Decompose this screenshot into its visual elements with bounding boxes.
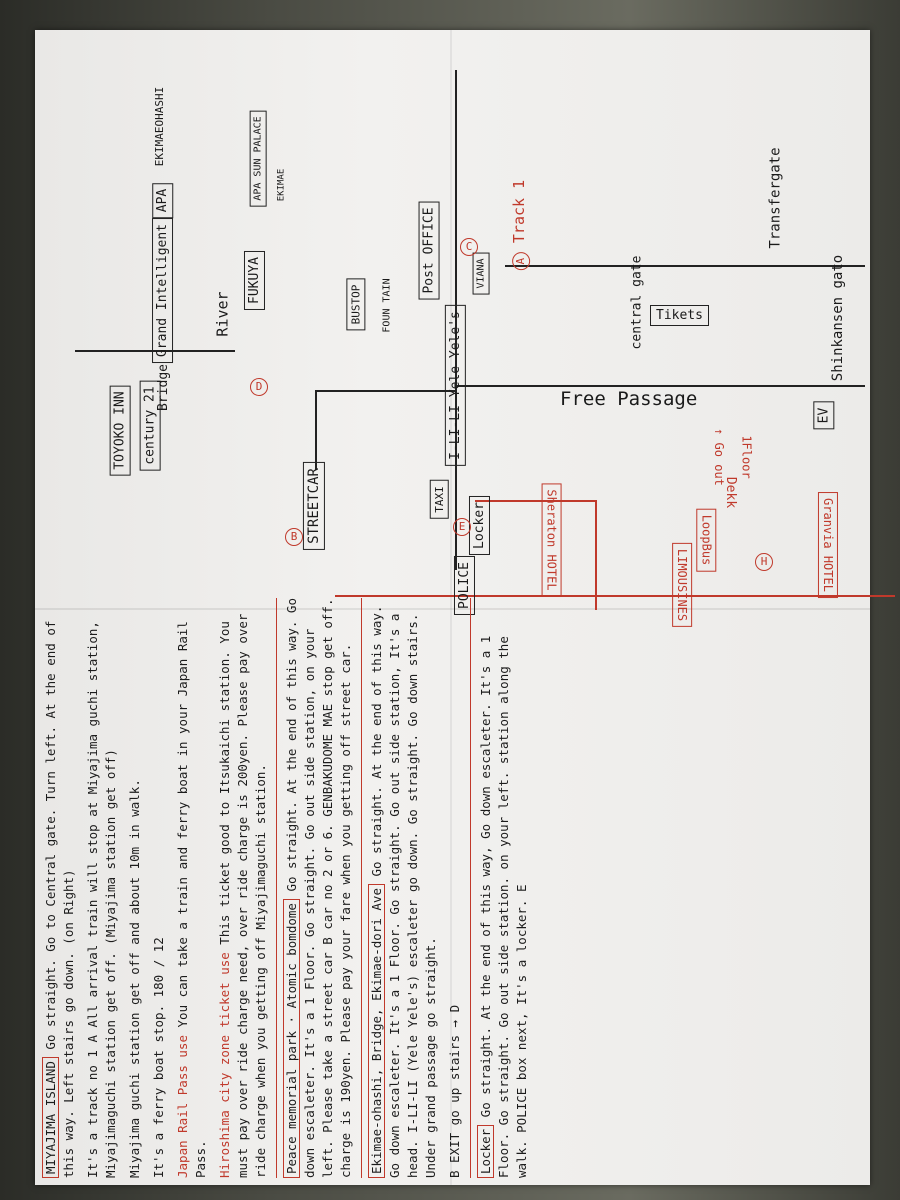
map-viana: VIANA	[472, 252, 490, 295]
map-red-divider	[335, 595, 895, 597]
map-free-passage: Free Passage	[560, 388, 698, 410]
map-post-office: Post OFFICE	[418, 201, 440, 300]
map-toyoko-inn: TOYOKO INN	[109, 385, 131, 476]
map-sheraton-hotel: Sheraton HOTEL	[541, 483, 562, 597]
map-tikets: Tikets	[650, 305, 709, 326]
map-line-street-v	[315, 390, 317, 470]
map-fukuya: FUKUYA	[243, 251, 265, 310]
map-locker: Locker	[468, 496, 490, 555]
note-peace-park: Peace memorial park · Atomic bomdome Go …	[283, 598, 353, 1178]
map-fountain: FOUN TAIN	[381, 278, 393, 333]
map-line-track	[505, 265, 865, 267]
map-road-vertical	[455, 70, 457, 570]
map-track-1: A Track 1	[510, 180, 531, 271]
map-ekimae: EKIMAE	[276, 168, 287, 202]
map-grand-intelligent: Grand Intelligent	[152, 217, 174, 364]
map-streetcar: STREETCAR	[302, 462, 325, 550]
fold-crease-vertical	[450, 30, 452, 1185]
note-exit: B EXIT go up stairs → D	[447, 1004, 462, 1178]
map-apa: APA	[152, 182, 174, 219]
map-mark-c: C	[460, 235, 478, 256]
note-separator-2	[361, 598, 362, 1178]
note-ferry: It's a ferry boat stop. 180 / 12	[151, 937, 166, 1178]
map-ekimaeohashi: EKIMAEOHASHI	[153, 86, 167, 167]
note-jrpass: Japan Rail Pass use You can take a train…	[175, 621, 208, 1178]
note-separator-1	[276, 598, 277, 1178]
written-directions: MIYAJIMA ISLAND Go straight. Go to Centr…	[35, 590, 870, 1185]
map-loop-bus: LoopBus	[696, 508, 717, 572]
note-miyajima: MIYAJIMA ISLAND Go straight. Go to Centr…	[42, 620, 76, 1178]
map-taxi: TAXI	[429, 480, 449, 519]
map-bridge: Bridge	[155, 364, 171, 411]
map-i-li-li: I-LI-LI Yele Yele's	[444, 305, 466, 466]
hand-drawn-map: TOYOKO INN century 21 Bridge Grand Intel…	[35, 30, 895, 628]
map-mark-b: B	[285, 525, 303, 546]
note-track: It's a track no 1 A All arrival train wi…	[85, 621, 118, 1178]
directions-text: MIYAJIMA ISLAND Go straight. Go to Centr…	[42, 598, 862, 1178]
note-walk: Miyajima guchi station get off and about…	[127, 779, 142, 1178]
note-cityzone: Hiroshima city zone ticket use This tick…	[217, 613, 268, 1178]
note-ekimae: Ekimae-ohashi, Bridge, Ekimae-dori Ave G…	[368, 605, 438, 1178]
map-river: River	[213, 291, 232, 337]
map-line-passage	[455, 385, 865, 387]
map-shinkansen: Shinkansen gato	[830, 254, 847, 382]
map-central-gate: central gate	[629, 255, 645, 350]
map-mark-e: E	[453, 515, 471, 536]
note-locker: Locker Go straight. At the end of this w…	[477, 635, 529, 1178]
map-granvia-hotel: Granvia HOTEL	[817, 492, 838, 598]
map-bus-stop: BUSTOP	[346, 278, 366, 331]
map-transfergate: Transfergate	[767, 147, 784, 249]
map-line-bridge	[75, 350, 235, 352]
map-red-line-2	[595, 500, 597, 610]
map-line-street	[315, 390, 455, 392]
map-go-out: ↑ Go out	[711, 428, 726, 486]
note-separator-3	[470, 598, 471, 1178]
map-apa-sun-palace: APA SUN PALACE	[249, 110, 267, 207]
map-ev: EV	[813, 401, 835, 430]
fold-crease-horizontal	[35, 608, 870, 610]
map-mark-h: H	[755, 550, 773, 571]
map-red-line-1	[475, 500, 595, 502]
paper-sheet	[35, 30, 870, 1185]
map-mark-d: D	[250, 375, 268, 396]
map-1floor: 1Floor	[739, 435, 754, 479]
